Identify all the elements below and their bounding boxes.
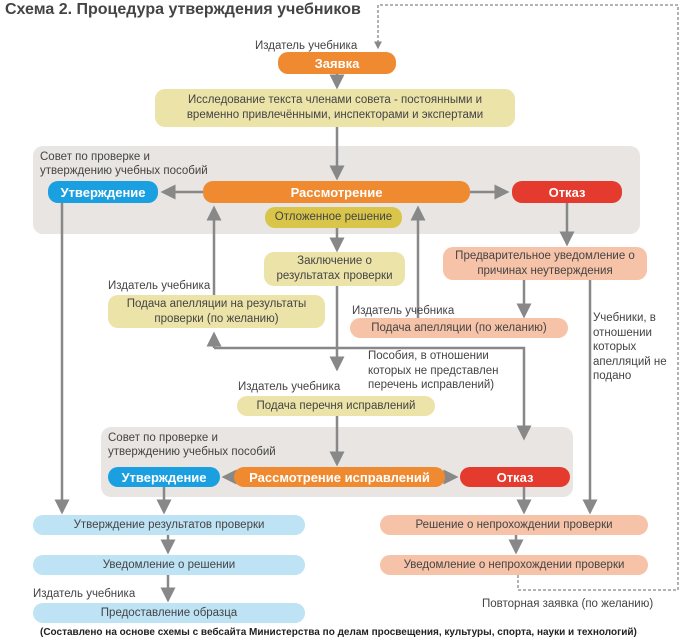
publisher-label-5: Издатель учебника (33, 588, 136, 600)
decision-notice-box: Уведомление о решении (33, 555, 305, 575)
approval-results-box: Утверждение результатов проверки (33, 515, 305, 535)
review-corrections-box: Рассмотрение исправлений (234, 467, 445, 487)
appeal-box: Подача апелляции (по желанию) (350, 318, 568, 338)
rejection-box-2: Отказ (460, 467, 570, 487)
publisher-label-2: Издатель учебника (108, 280, 211, 292)
source-footer: (Составлено на основе схемы с вебсайта М… (40, 627, 637, 638)
rejection-box-1: Отказ (512, 181, 622, 203)
publisher-label-4: Издатель учебника (238, 381, 341, 393)
approval-box-1: Утверждение (48, 181, 158, 203)
request-box: Заявка (278, 52, 396, 74)
approval-box-2: Утверждение (108, 467, 220, 487)
research-box: Исследование текста членами совета - пос… (155, 89, 515, 127)
preliminary-notice-box: Предварительное уведомление о причинах н… (443, 247, 647, 280)
appeal-results-box: Подача апелляции на результаты проверки … (108, 295, 325, 328)
no-appeal-note: Учебники, в отношении которых апелляций … (593, 312, 667, 382)
deferred-box: Отложенное решение (265, 207, 402, 228)
review-box: Рассмотрение (203, 181, 470, 203)
resubmit-label: Повторная заявка (по желанию) (482, 598, 654, 610)
sample-box: Предоставление образца (33, 603, 305, 623)
fail-decision-box: Решение о непрохождении проверки (380, 515, 648, 535)
conclusion-box: Заключение о результатах проверки (264, 252, 405, 286)
publisher-label-3: Издатель учебника (352, 305, 455, 317)
no-corrections-note: Пособия, в отношении которых не представ… (368, 350, 499, 391)
corrections-list-box: Подача перечня исправлений (237, 396, 435, 416)
council-label-1: Совет по проверке и утверждению учебных … (40, 151, 208, 177)
fail-notice-box: Уведомление о непрохождении проверки (380, 555, 648, 575)
diagram-title: Схема 2. Процедура утверждения учебников (5, 1, 361, 18)
publisher-label-1: Издатель учебника (255, 40, 358, 52)
council-label-2: Совет по проверке и утверждению учебных … (108, 432, 276, 458)
